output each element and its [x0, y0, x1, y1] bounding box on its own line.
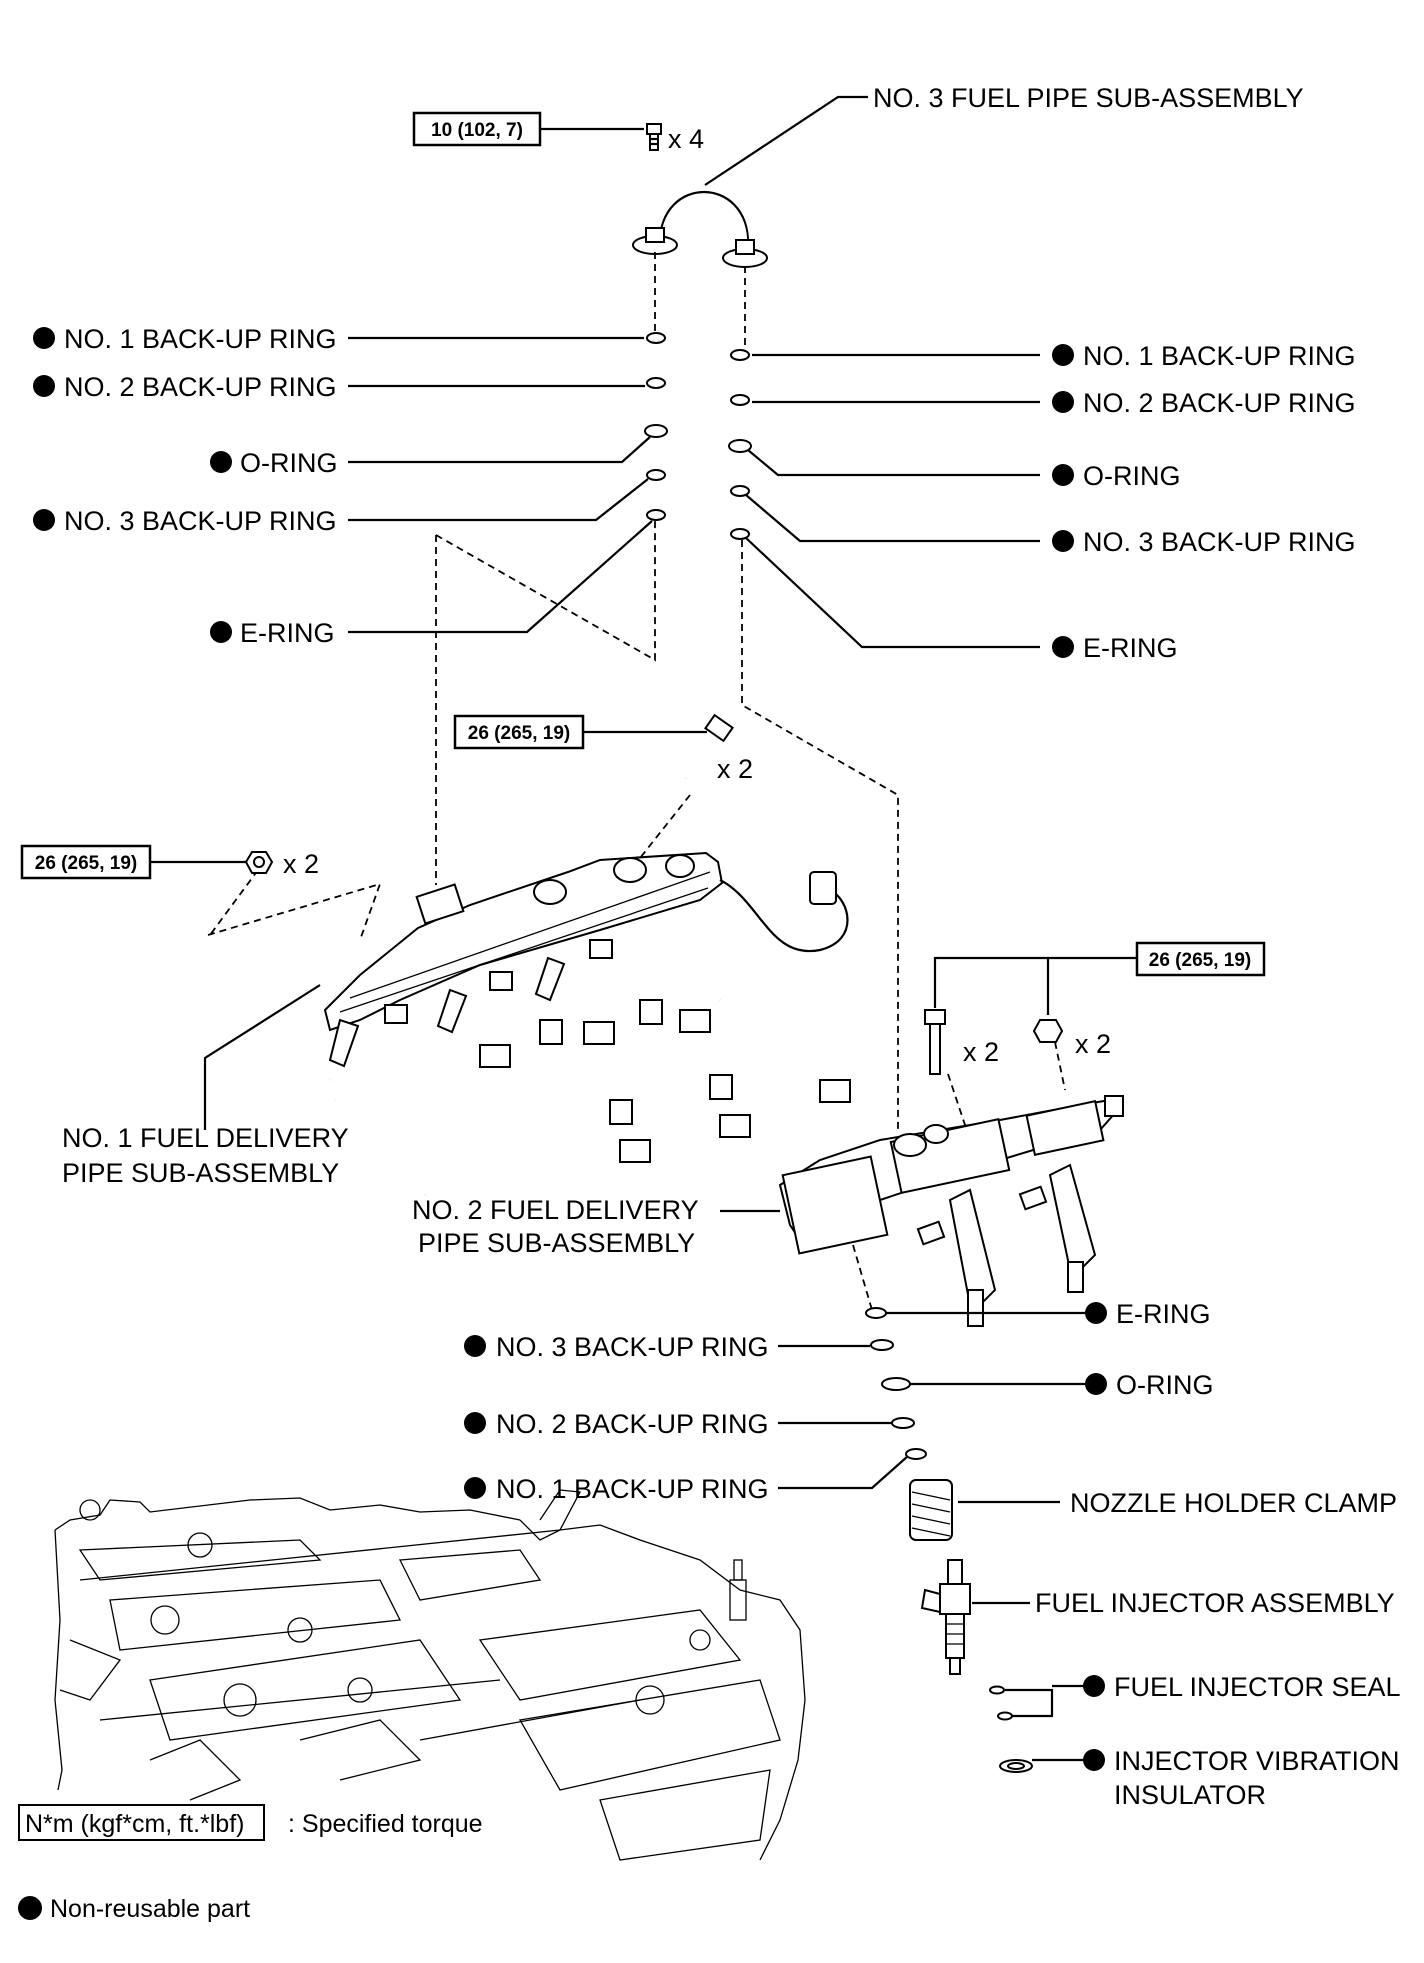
wire-harness-drawing: [329, 992, 851, 1197]
label-left-backup1: NO. 1 BACK-UP RING: [64, 324, 337, 354]
non-reusable-bullet-icon: [33, 327, 55, 349]
non-reusable-bullet-icon: [464, 1412, 486, 1434]
torque-value-10: 10 (102, 7): [431, 120, 523, 141]
leader-line: [745, 537, 1040, 649]
label-left-backup3: NO. 3 BACK-UP RING: [64, 506, 337, 536]
multiplier-x2-c: x 2: [963, 1037, 999, 1067]
engine-block-drawing: [54, 1489, 806, 1861]
nozzle-holder-clamp-drawing: [909, 1479, 953, 1541]
legend-torque-desc: : Specified torque: [288, 1810, 483, 1838]
leader-line: [933, 956, 1137, 1008]
non-reusable-bullet-icon: [33, 375, 55, 397]
bolt-icon: [646, 123, 662, 151]
non-reusable-bullet-icon: [1052, 530, 1074, 552]
non-reusable-bullet-icon: [464, 1335, 486, 1357]
label-right-oring: O-RING: [1083, 461, 1181, 491]
no2-fuel-delivery-pipe-drawing: [778, 1095, 1124, 1327]
multiplier-x2-b: x 2: [283, 849, 319, 879]
label-no2-delivery-line2: PIPE SUB-ASSEMBLY: [418, 1228, 695, 1258]
label-left-backup2: NO. 2 BACK-UP RING: [64, 372, 337, 402]
label-left-ering: E-RING: [240, 618, 335, 648]
label-right-ering: E-RING: [1083, 633, 1178, 663]
fuel-injector-assembly-drawing: [920, 1559, 971, 1675]
multiplier-x4: x 4: [668, 124, 704, 154]
label-right-backup2: NO. 2 BACK-UP RING: [1083, 388, 1356, 418]
legend-torque-box-text: N*m (kgf*cm, ft.*lbf): [25, 1810, 244, 1838]
label-no2-delivery-line1: NO. 2 FUEL DELIVERY: [412, 1195, 699, 1225]
right-ring-stack: [728, 349, 752, 540]
non-reusable-bullet-icon: [1052, 636, 1074, 658]
label-lower-backup1: NO. 1 BACK-UP RING: [496, 1474, 769, 1504]
label-injector-vibration-line2: INSULATOR: [1114, 1780, 1266, 1810]
non-reusable-bullet-icon: [33, 509, 55, 531]
torque-value-26-b: 26 (265, 19): [35, 853, 137, 874]
label-right-backup3: NO. 3 BACK-UP RING: [1083, 527, 1356, 557]
leader-line: [747, 449, 1040, 477]
no1-fuel-delivery-pipe-drawing: [323, 851, 849, 1068]
non-reusable-bullet-icon: [1083, 1749, 1105, 1771]
label-no1-delivery-line2: PIPE SUB-ASSEMBLY: [62, 1158, 339, 1188]
no3-fuel-pipe-drawing: [632, 191, 768, 268]
leader-line: [745, 494, 1040, 543]
leader-line: [348, 478, 649, 522]
torque-box-26-b: [20, 844, 152, 880]
torque-box-10: [412, 111, 542, 147]
bolt-icon: [684, 713, 734, 780]
multiplier-x2-a: x 2: [717, 754, 753, 784]
leader-line: [203, 984, 321, 1130]
lower-ring-stack: [865, 1307, 927, 1460]
torque-value-26-c: 26 (265, 19): [1149, 950, 1251, 971]
torque-value-26-a: 26 (265, 19): [468, 723, 570, 744]
leader-line: [348, 436, 651, 464]
non-reusable-bullet-icon: [464, 1477, 486, 1499]
non-reusable-bullet-icon: [210, 621, 232, 643]
label-right-backup1: NO. 1 BACK-UP RING: [1083, 341, 1356, 371]
label-lower-backup2: NO. 2 BACK-UP RING: [496, 1409, 769, 1439]
label-no1-delivery-line1: NO. 1 FUEL DELIVERY: [62, 1123, 349, 1153]
label-lower-oring: O-RING: [1116, 1370, 1214, 1400]
non-reusable-bullet-icon: [210, 451, 232, 473]
torque-box-26-c: [1135, 941, 1266, 977]
non-reusable-bullet-icon: [1085, 1373, 1107, 1395]
bolt-icon: [924, 1009, 946, 1075]
left-ring-stack: [644, 332, 668, 521]
label-lower-backup3: NO. 3 BACK-UP RING: [496, 1332, 769, 1362]
label-lower-ering: E-RING: [1116, 1299, 1211, 1329]
fuel-injector-seal-drawing: [989, 1685, 1013, 1721]
non-reusable-bullet-icon: [1085, 1302, 1107, 1324]
label-injector-vibration-line1: INJECTOR VIBRATION: [1114, 1746, 1400, 1776]
multiplier-x2-d: x 2: [1075, 1029, 1111, 1059]
label-fuel-injector-seal: FUEL INJECTOR SEAL: [1114, 1672, 1401, 1702]
non-reusable-bullet-icon: [18, 1896, 42, 1920]
non-reusable-bullet-icon: [1052, 464, 1074, 486]
legend-torque-box: [18, 1804, 265, 1841]
non-reusable-bullet-icon: [1083, 1675, 1105, 1697]
leader-line: [1005, 1688, 1054, 1718]
label-nozzle-holder-clamp: NOZZLE HOLDER CLAMP: [1070, 1488, 1397, 1518]
injector-vibration-insulator-drawing: [999, 1759, 1033, 1773]
non-reusable-bullet-icon: [1052, 391, 1074, 413]
legend-non-reusable: Non-reusable part: [50, 1895, 250, 1923]
nut-icon: [1032, 1019, 1064, 1043]
label-no3-fuel-pipe: NO. 3 FUEL PIPE SUB-ASSEMBLY: [873, 83, 1304, 113]
label-left-oring: O-RING: [240, 448, 338, 478]
leader-line: [778, 1455, 909, 1490]
leader-line: [704, 95, 868, 186]
label-fuel-injector-assembly: FUEL INJECTOR ASSEMBLY: [1035, 1588, 1395, 1618]
non-reusable-bullet-icon: [1052, 344, 1074, 366]
leader-line: [348, 520, 653, 634]
nut-icon: [244, 851, 274, 874]
torque-box-26-a: [453, 714, 585, 750]
